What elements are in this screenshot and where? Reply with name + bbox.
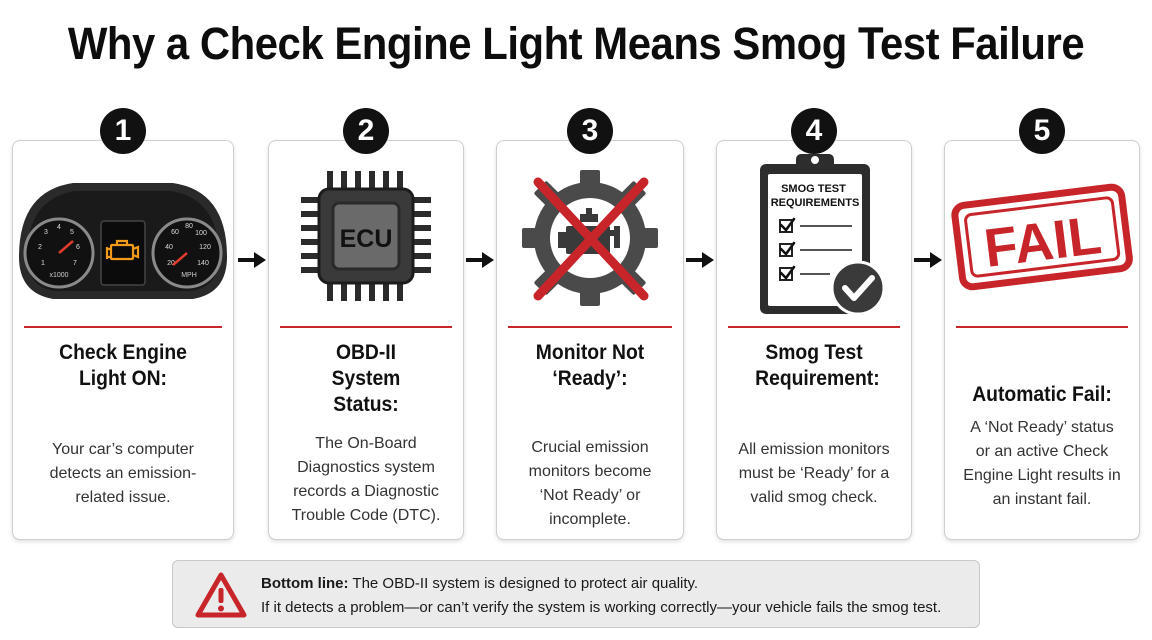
arrow-right-icon bbox=[914, 252, 942, 268]
step-5: 5 FAIL Automatic Fail: A ‘Not Ready’ sta… bbox=[944, 108, 1140, 540]
step-heading: OBD-II System Status: bbox=[331, 341, 401, 416]
clipboard-checklist-icon: SMOG TEST REQUIREMENTS bbox=[716, 148, 912, 324]
svg-text:120: 120 bbox=[199, 244, 211, 251]
divider bbox=[728, 326, 900, 328]
step-description: All emission monitors must be ‘Ready’ fo… bbox=[738, 441, 890, 506]
page-title: Why a Check Engine Light Means Smog Test… bbox=[67, 18, 1085, 69]
divider bbox=[956, 326, 1128, 328]
step-description: Your car’s computer detects an emission-… bbox=[49, 441, 197, 506]
svg-text:3: 3 bbox=[44, 229, 48, 236]
step-number-badge: 2 bbox=[343, 108, 389, 154]
svg-text:60: 60 bbox=[171, 229, 179, 236]
step-number-badge: 1 bbox=[100, 108, 146, 154]
clipboard-title: SMOG TEST REQUIREMENTS bbox=[771, 183, 860, 209]
svg-text:100: 100 bbox=[195, 230, 207, 237]
step-4: 4 SMOG TEST REQUIREMENTS bbox=[716, 108, 912, 540]
svg-text:7: 7 bbox=[73, 260, 77, 267]
ecu-label: ECU bbox=[340, 225, 393, 253]
divider bbox=[24, 326, 222, 328]
step-description: Crucial emission monitors become ‘Not Re… bbox=[528, 439, 652, 528]
checkmark-circle-icon bbox=[830, 260, 886, 316]
warning-triangle-icon bbox=[195, 572, 247, 618]
step-number-badge: 5 bbox=[1019, 108, 1065, 154]
step-number-badge: 4 bbox=[791, 108, 837, 154]
step-heading: Check Engine Light ON: bbox=[59, 341, 187, 390]
divider bbox=[508, 326, 672, 328]
step-number-badge: 3 bbox=[567, 108, 613, 154]
check-engine-icon bbox=[105, 239, 140, 261]
arrow-right-icon bbox=[466, 252, 494, 268]
fail-stamp-icon: FAIL bbox=[944, 148, 1140, 324]
step-3: 3 bbox=[496, 108, 684, 540]
bottom-line-label: Bottom line: bbox=[261, 575, 349, 592]
step-description: The On-Board Diagnostics system records … bbox=[291, 435, 441, 524]
bottom-line-message: The OBD-II system is designed to protect… bbox=[352, 575, 699, 592]
svg-text:40: 40 bbox=[165, 244, 173, 251]
bottom-line-text-1: Bottom line: The OBD-II system is design… bbox=[261, 575, 698, 592]
step-heading: Monitor Not ‘Ready’: bbox=[535, 341, 645, 390]
arrow-right-icon bbox=[686, 252, 714, 268]
svg-text:2: 2 bbox=[38, 244, 42, 251]
svg-text:1: 1 bbox=[41, 260, 45, 267]
svg-text:80: 80 bbox=[185, 223, 193, 230]
speedometer-label: MPH bbox=[181, 272, 197, 279]
fail-label: FAIL bbox=[981, 205, 1104, 279]
bottom-line-callout: Bottom line: The OBD-II system is design… bbox=[172, 560, 980, 628]
tachometer-label: x1000 bbox=[49, 272, 68, 279]
bottom-line-text-2: If it detects a problem—or can’t verify … bbox=[261, 599, 942, 616]
step-2: 2 ECU OBD-II System Status: The On-Board… bbox=[268, 108, 464, 540]
step-description: A ‘Not Ready’ status or an active Check … bbox=[963, 419, 1121, 508]
svg-text:6: 6 bbox=[76, 244, 80, 251]
crossed-gear-engine-icon bbox=[496, 148, 684, 324]
step-heading: Automatic Fail: bbox=[972, 383, 1112, 406]
step-heading: Smog Test Requirement: bbox=[755, 341, 880, 390]
svg-text:140: 140 bbox=[197, 260, 209, 267]
svg-text:5: 5 bbox=[70, 229, 74, 236]
arrow-right-icon bbox=[238, 252, 266, 268]
divider bbox=[280, 326, 452, 328]
svg-text:4: 4 bbox=[57, 224, 61, 231]
svg-text:20: 20 bbox=[167, 260, 175, 267]
ecu-chip-icon: ECU bbox=[268, 148, 464, 324]
